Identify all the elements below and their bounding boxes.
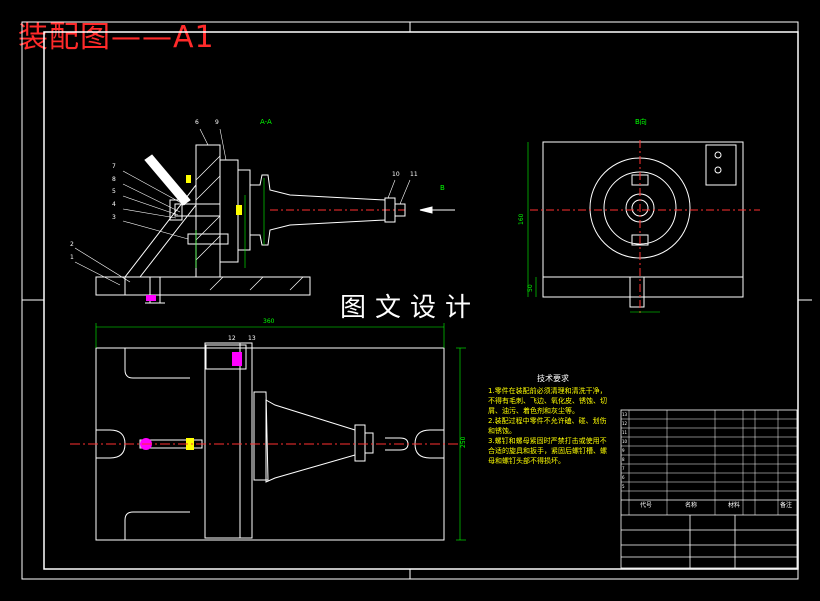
label-view-b: B向 — [635, 117, 647, 126]
part-number-7: 7 — [112, 163, 116, 170]
tech-line: 2.装配过程中零件不允许磕、碰、划伤 — [488, 417, 607, 425]
section-view-aa — [74, 128, 455, 304]
dim-width-top: 360 — [263, 318, 275, 325]
part-number-6: 6 — [195, 119, 199, 126]
part-number-9: 9 — [215, 119, 219, 126]
base-plate — [95, 276, 311, 296]
part-number-5: 5 — [112, 188, 116, 195]
tech-line: 合适的旋具和扳手，紧固后螺钉槽、螺 — [488, 447, 607, 455]
svg-text:10: 10 — [622, 439, 628, 444]
tech-line: 屑、油污、着色剂和灰尘等。 — [488, 407, 579, 415]
view-b — [527, 140, 760, 315]
plan-tool-holder — [265, 399, 356, 483]
svg-text:9: 9 — [622, 448, 625, 453]
part-number-8: 8 — [112, 176, 116, 183]
plan-view — [70, 323, 466, 541]
col-code: 代号 — [640, 501, 652, 509]
tech-line: 不得有毛刺、飞边、氧化皮、锈蚀、切 — [488, 397, 607, 405]
svg-text:12: 12 — [622, 421, 628, 426]
part-number-13: 13 — [248, 335, 256, 342]
svg-text:11: 11 — [622, 430, 628, 435]
svg-text:13: 13 — [622, 412, 628, 417]
drawing-title: 装配图——A1 — [18, 20, 215, 55]
part-number-2: 2 — [70, 241, 74, 248]
tech-line: 母和螺钉头部不得损坏。 — [488, 457, 565, 465]
dim-height-b: 160 — [518, 213, 525, 225]
label-arrow-b: B — [440, 184, 445, 192]
part-number-10: 10 — [392, 171, 400, 178]
tech-line: 1.零件在装配前必须清理和清洗干净， — [488, 387, 607, 395]
part-number-11: 11 — [410, 171, 418, 178]
col-name: 名称 — [685, 501, 697, 509]
b-clamp — [705, 144, 737, 186]
svg-text:6: 6 — [622, 475, 625, 480]
part-number-12: 12 — [228, 335, 236, 342]
col-note: 备注 — [780, 501, 792, 509]
watermark-text: 图文设计 — [340, 293, 481, 323]
dim-small-b: 50 — [527, 284, 534, 292]
svg-text:8: 8 — [622, 457, 625, 462]
bracket-plate — [195, 144, 221, 278]
plan-bracket — [204, 342, 241, 539]
col-material: 材料 — [728, 501, 740, 509]
dim-height-right: 250 — [460, 436, 467, 448]
label-section-aa: A-A — [260, 118, 272, 126]
part-number-3: 3 — [112, 214, 116, 221]
part-number-4: 4 — [112, 201, 116, 208]
tech-line: 和锈蚀。 — [488, 427, 516, 435]
technical-requirements: 技术要求 1.零件在装配前必须清理和清洗干净， 不得有毛刺、飞边、氧化皮、锈蚀、… — [488, 374, 618, 466]
svg-text:5: 5 — [622, 484, 625, 489]
tech-line: 3.螺钉和螺母紧固时严禁打击或使用不 — [488, 437, 607, 445]
part-number-1: 1 — [70, 254, 74, 261]
tech-heading: 技术要求 — [537, 374, 569, 383]
svg-text:7: 7 — [622, 466, 625, 471]
parts-list: 13 12 11 10 9 8 7 6 5 — [620, 409, 798, 569]
clamp-lever — [144, 154, 191, 206]
